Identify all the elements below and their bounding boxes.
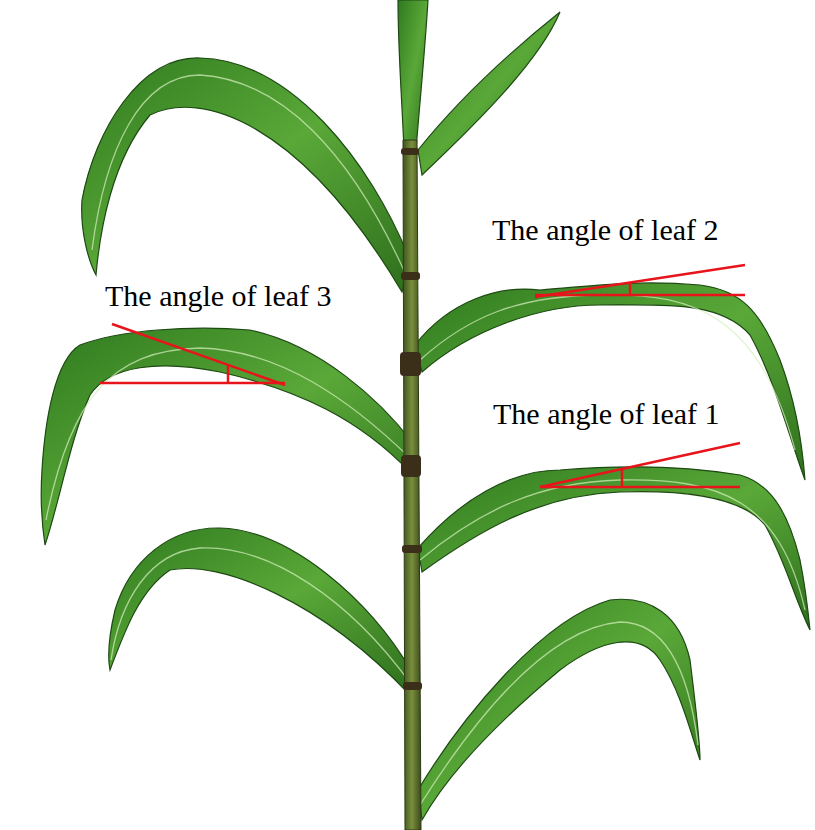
horizontal-reference: [100, 382, 285, 385]
horizontal-reference: [535, 294, 745, 297]
stem: [403, 140, 421, 830]
midrib: [420, 480, 805, 610]
stem-node: [403, 682, 422, 690]
leaf-3: [41, 328, 412, 545]
angle-markers: [100, 265, 745, 487]
angle-label: The angle of leaf 1: [493, 396, 720, 432]
stem-node: [401, 148, 419, 155]
angle-label: The angle of leaf 2: [492, 212, 719, 248]
stem-node: [400, 352, 421, 376]
midrib: [92, 75, 406, 275]
midrib: [420, 622, 698, 805]
horizontal-reference: [540, 486, 740, 489]
top-leaf: [398, 0, 428, 150]
top-right-leaf: [418, 12, 560, 175]
leaf-2: [415, 283, 805, 480]
lower-left-leaf: [109, 528, 412, 695]
angle-tick: [629, 282, 632, 295]
stem-node: [401, 272, 420, 280]
leaf-direction: [540, 443, 740, 487]
leaf-direction: [535, 265, 745, 297]
stem-nodes: [400, 148, 422, 690]
angle-tick: [227, 364, 230, 383]
leaves: [41, 0, 810, 820]
angle-tick: [621, 470, 624, 487]
midrib: [420, 295, 795, 450]
lower-right-leaf: [418, 599, 700, 820]
midrib: [46, 348, 410, 520]
midrib: [111, 548, 411, 684]
midribs: [46, 75, 805, 805]
stem-node: [402, 545, 422, 553]
angle-label: The angle of leaf 3: [105, 278, 332, 314]
stem-node: [401, 455, 421, 477]
top-left-leaf: [82, 58, 410, 292]
leaf-direction: [112, 324, 285, 385]
